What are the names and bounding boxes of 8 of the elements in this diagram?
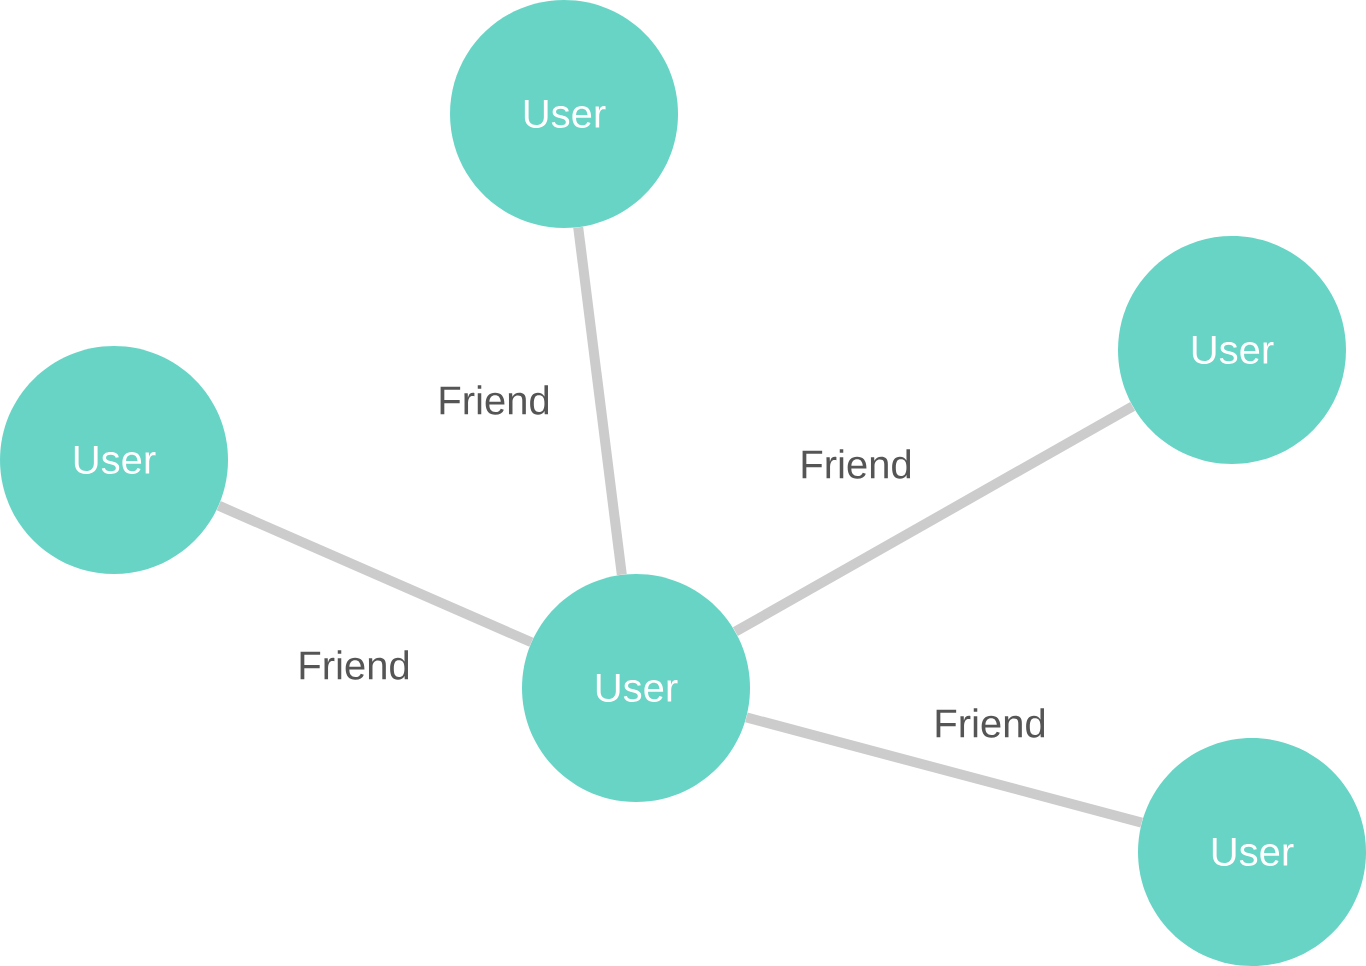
connector-line bbox=[732, 401, 1136, 636]
edge-label: Friend bbox=[300, 650, 409, 680]
edge-label: Friend bbox=[936, 708, 1045, 738]
connector-line bbox=[745, 712, 1143, 828]
edge-label: Friend bbox=[440, 385, 549, 415]
connector-line bbox=[573, 226, 627, 576]
connector-line bbox=[216, 501, 534, 647]
edge-label: Friend bbox=[802, 449, 911, 479]
